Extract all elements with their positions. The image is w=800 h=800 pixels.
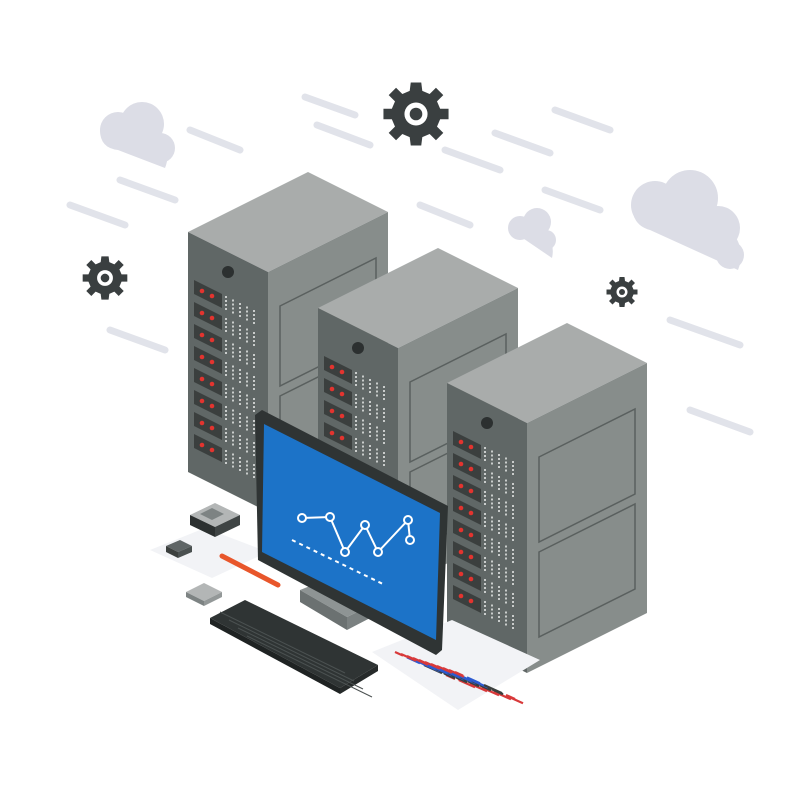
usb-drive-icon xyxy=(166,540,192,558)
gear-icon xyxy=(383,82,449,146)
gear-icon xyxy=(606,277,638,307)
cloud-icon xyxy=(100,102,175,168)
monitor-icon xyxy=(255,410,448,655)
background-streaks xyxy=(66,93,754,436)
pencil-icon xyxy=(219,553,281,588)
monitor-screen xyxy=(262,424,440,640)
cloud-icon xyxy=(631,170,744,270)
gear-icon xyxy=(82,256,128,300)
server-rack-icon xyxy=(447,323,647,673)
cloud-icon xyxy=(508,208,556,258)
mouse-icon xyxy=(186,583,222,606)
keyboard-icon xyxy=(210,600,378,698)
line-chart-icon xyxy=(297,512,415,557)
floppy-disk-icon xyxy=(190,503,240,537)
